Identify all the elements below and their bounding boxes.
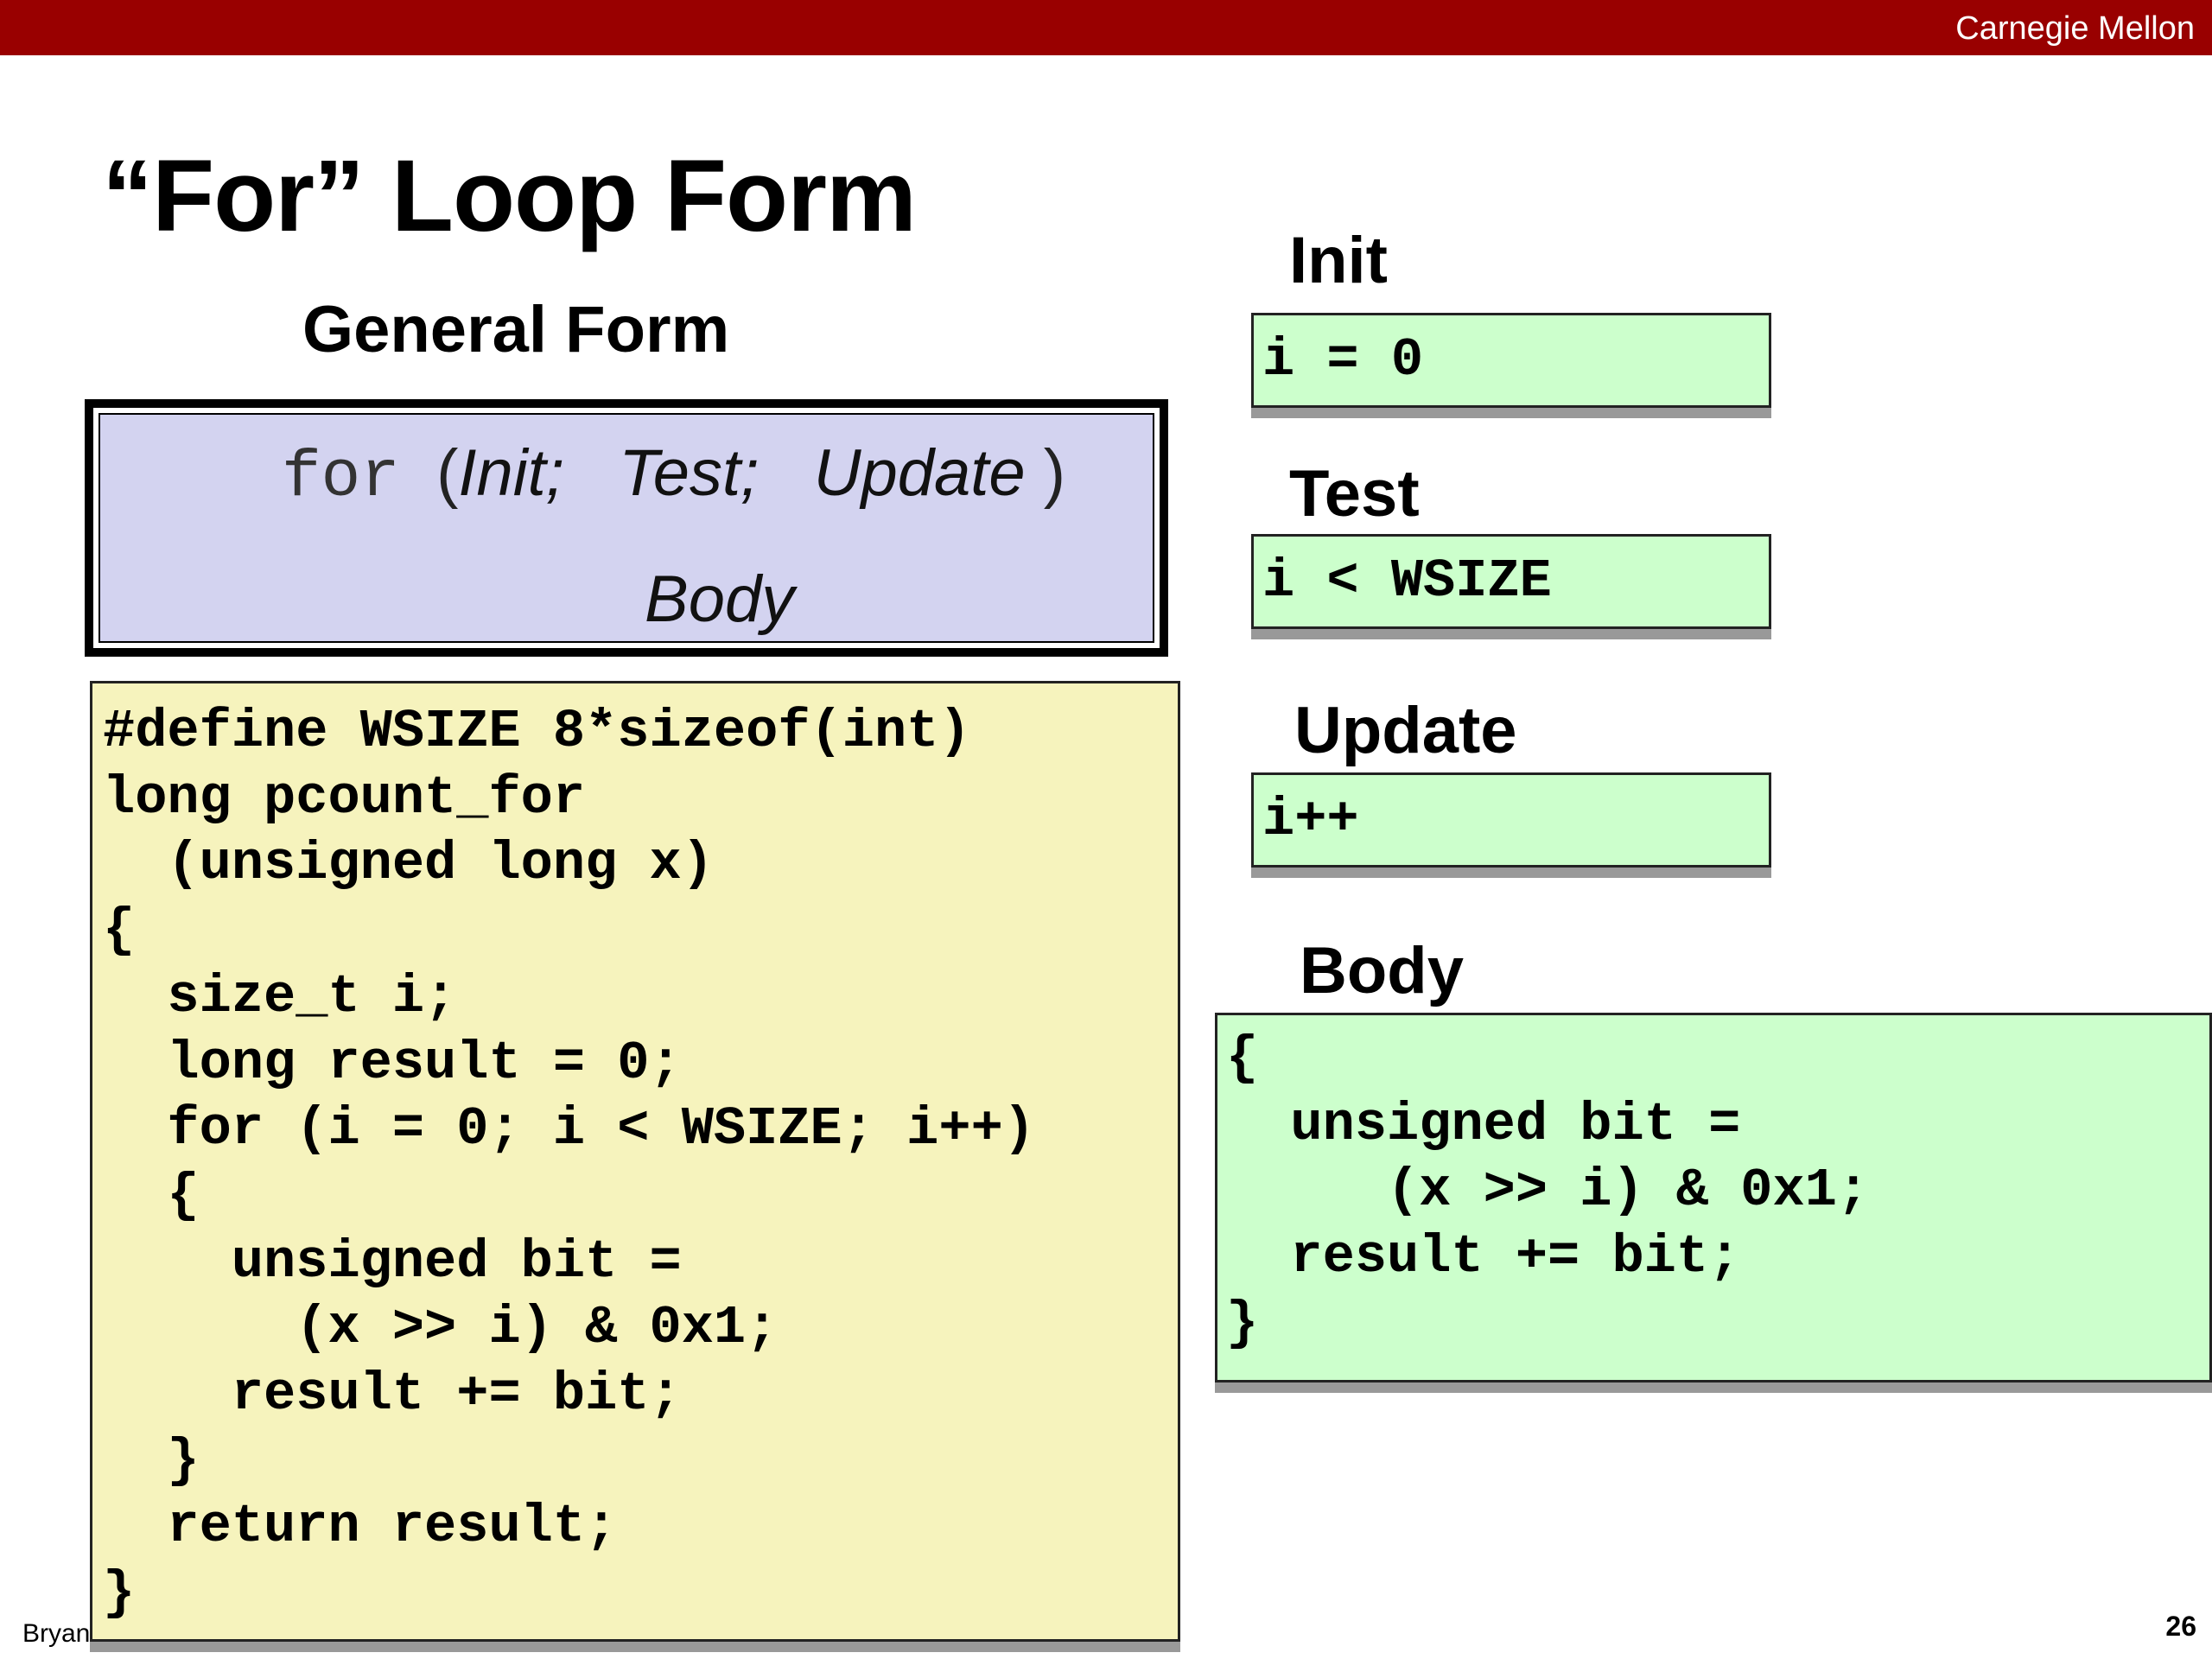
init-separator: ; xyxy=(545,436,564,510)
open-paren: ( xyxy=(436,436,459,510)
general-form-box-fill: for (Init; Test; Update ) Body xyxy=(99,413,1154,643)
general-form-box: for (Init; Test; Update ) Body xyxy=(85,399,1168,657)
brand-label: Carnegie Mellon xyxy=(1955,10,2195,47)
code-listing-box: #define WSIZE 8*sizeof(int) long pcount_… xyxy=(90,681,1180,1642)
test-placeholder: Test xyxy=(619,436,741,510)
test-panel: i < WSIZE xyxy=(1251,534,1771,629)
init-placeholder: Init xyxy=(458,436,546,510)
body-label: Body xyxy=(1300,934,1464,1007)
general-form-box-inner: for (Init; Test; Update ) Body xyxy=(93,408,1160,648)
body-code: { unsigned bit = (x >> i) & 0x1; result … xyxy=(1226,1027,1870,1354)
test-separator: ; xyxy=(741,436,760,510)
test-label: Test xyxy=(1289,457,1420,531)
update-label: Update xyxy=(1294,694,1517,767)
body-placeholder: Body xyxy=(645,563,795,636)
code-listing: #define WSIZE 8*sizeof(int) long pcount_… xyxy=(103,701,1035,1624)
header-banner: Carnegie Mellon xyxy=(0,0,2212,55)
update-panel: i++ xyxy=(1251,772,1771,868)
general-form-heading: General Form xyxy=(302,293,730,366)
page-number: 26 xyxy=(2165,1611,2196,1642)
close-paren: ) xyxy=(1043,436,1066,510)
body-panel: { unsigned bit = (x >> i) & 0x1; result … xyxy=(1215,1013,2212,1382)
footer-credit: Bryan xyxy=(22,1619,91,1648)
init-label: Init xyxy=(1289,224,1388,297)
init-code: i = 0 xyxy=(1262,329,1424,391)
update-code: i++ xyxy=(1262,789,1359,850)
general-form-header-line: for (Init; Test; Update ) xyxy=(282,437,1065,515)
slide-title: “For” Loop Form xyxy=(102,139,917,253)
test-code: i < WSIZE xyxy=(1262,550,1552,612)
for-keyword: for xyxy=(282,441,400,515)
update-placeholder: Update xyxy=(813,436,1026,510)
init-panel: i = 0 xyxy=(1251,313,1771,408)
